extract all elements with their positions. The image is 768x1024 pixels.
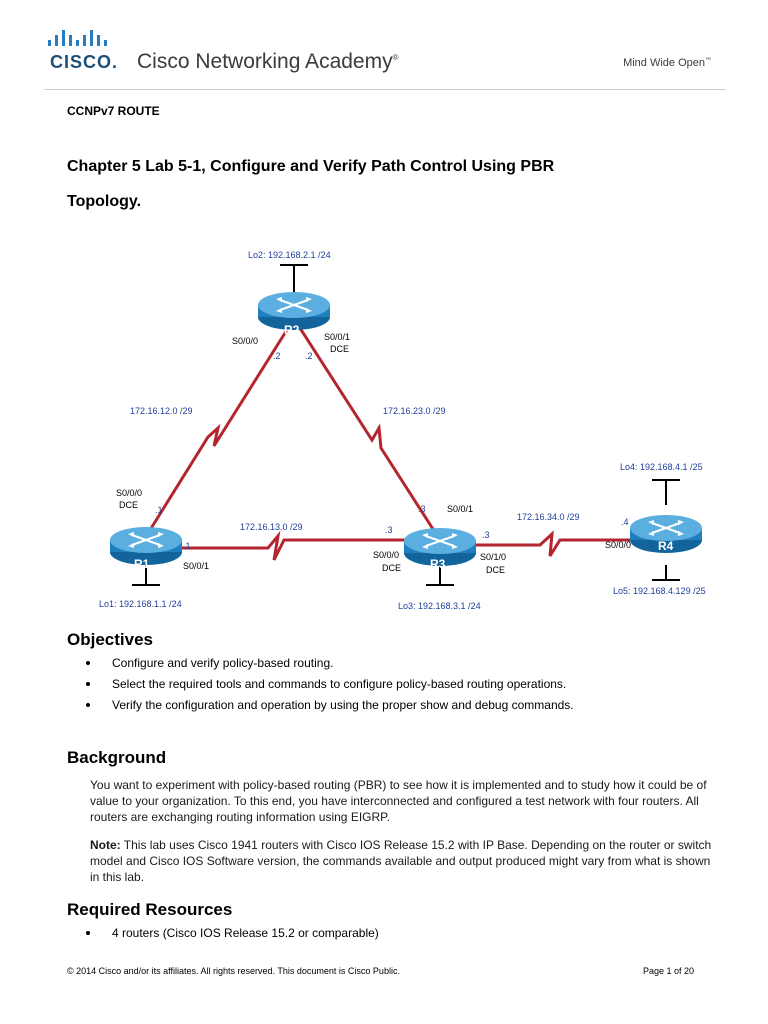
- r3-dce-a-label: DCE: [382, 563, 401, 573]
- link-r1-r3: [146, 530, 440, 561]
- tagline-trademark: ™: [705, 57, 711, 64]
- lo3-label: Lo3: 192.168.3.1 /24: [398, 601, 481, 611]
- link-r3-r4: [445, 530, 660, 557]
- r3-s001-label: S0/0/1: [447, 504, 473, 514]
- r1-host-a: .1: [155, 505, 163, 515]
- r3-s010-label: S0/1/0: [480, 552, 506, 562]
- resources-heading: Required Resources: [67, 900, 233, 919]
- link-r2-r3: [296, 324, 442, 541]
- r1-dce-label: DCE: [119, 500, 138, 510]
- resources-list: 4 routers (Cisco IOS Release 15.2 or com…: [86, 926, 379, 947]
- router-r3-label: R3: [430, 557, 446, 571]
- background-heading: Background: [67, 748, 167, 767]
- course-name: CCNPv7 ROUTE: [67, 104, 160, 118]
- r3-s000-label: S0/0/0: [373, 550, 399, 560]
- lo4-label: Lo4: 192.168.4.1 /25: [620, 462, 703, 472]
- r1-host-b: .1: [183, 541, 191, 551]
- note-text: This lab uses Cisco 1941 routers with Ci…: [90, 838, 712, 884]
- r2-s000-label: S0/0/0: [232, 336, 258, 346]
- network-r1-r3-label: 172.16.13.0 /29: [240, 522, 303, 532]
- lo1-label: Lo1: 192.168.1.1 /24: [99, 599, 182, 609]
- academy-title: Cisco Networking Academy: [137, 50, 393, 73]
- topology-heading: Topology.: [67, 193, 142, 210]
- r2-host-b: .2: [305, 351, 313, 361]
- footer-copyright: © 2014 Cisco and/or its affiliates. All …: [67, 966, 400, 976]
- note-label: Note:: [90, 838, 121, 852]
- background-paragraph: You want to experiment with policy-based…: [90, 778, 707, 824]
- lo2-label: Lo2: 192.168.2.1 /24: [248, 250, 331, 260]
- r2-s001-label: S0/0/1: [324, 332, 350, 342]
- network-r2-r3-label: 172.16.23.0 /29: [383, 406, 446, 416]
- network-r1-r2-label: 172.16.12.0 /29: [130, 406, 193, 416]
- r2-host-a: .2: [273, 351, 281, 361]
- r3-host-a: .3: [418, 504, 426, 514]
- network-r3-r4-label: 172.16.34.0 /29: [517, 512, 580, 522]
- r3-dce-b-label: DCE: [486, 565, 505, 575]
- link-r1-r2: [148, 324, 292, 531]
- r2-dce-label: DCE: [330, 344, 349, 354]
- r1-s000-label: S0/0/0: [116, 488, 142, 498]
- r3-host-c: .3: [482, 530, 490, 540]
- footer-page-number: Page 1 of 20: [642, 966, 694, 976]
- academy-registered-mark: ®: [392, 53, 399, 62]
- list-item: 4 routers (Cisco IOS Release 15.2 or com…: [86, 926, 379, 947]
- objectives-list: Configure and verify policy-based routin…: [86, 656, 574, 719]
- lo5-label: Lo5: 192.168.4.129 /25: [613, 586, 706, 596]
- cisco-logo: CISCO.: [44, 30, 124, 74]
- objectives-heading: Objectives: [67, 630, 153, 649]
- lab-title: Chapter 5 Lab 5-1, Configure and Verify …: [67, 158, 555, 175]
- r3-host-b: .3: [385, 525, 393, 535]
- r1-s001-label: S0/0/1: [183, 561, 209, 571]
- router-r2-label: R2: [284, 323, 300, 337]
- cisco-wordmark-dot: .: [112, 52, 119, 72]
- list-item: Select the required tools and commands t…: [86, 677, 574, 698]
- note-paragraph: Note: This lab uses Cisco 1941 routers w…: [90, 837, 720, 885]
- tagline: Mind Wide Open: [623, 57, 705, 69]
- topology-diagram: R2 R1 R3 R4 Lo2: 192.168.2.1 /24 172.16.…: [99, 250, 706, 611]
- router-r4-label: R4: [658, 539, 674, 553]
- page-header: CISCO. Cisco Networking Academy® Mind Wi…: [0, 0, 768, 92]
- cisco-bars-icon: [48, 30, 107, 46]
- r4-s000-label: S0/0/0: [605, 540, 631, 550]
- header-divider: [44, 89, 726, 90]
- cisco-wordmark: CISCO: [50, 52, 113, 72]
- list-item: Verify the configuration and operation b…: [86, 698, 574, 719]
- r4-host: .4: [621, 517, 629, 527]
- list-item: Configure and verify policy-based routin…: [86, 656, 574, 677]
- router-r1-label: R1: [134, 557, 150, 571]
